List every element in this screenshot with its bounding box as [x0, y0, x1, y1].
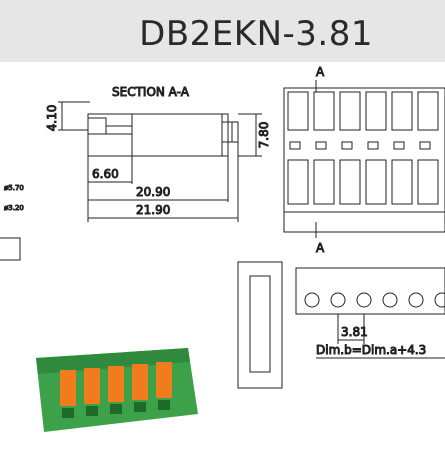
technical-drawing: SECTION A-A 4.10 7.80 — [0, 65, 445, 432]
dim-formula: Dim.b=Dim.a+4.3 — [316, 343, 426, 357]
dim-height-right: 7.80 — [257, 122, 271, 149]
dim-width-total: 21.90 — [136, 203, 170, 217]
hole-d2: ø3.20 — [4, 204, 24, 212]
product-title: DB2EKN-3.81 — [139, 14, 373, 54]
pin-pitch: 3.81 — [341, 325, 368, 339]
pin-view: 3.81 Dim.b=Dim.a+4.3 — [237, 261, 445, 389]
hole-view: ø5.70 ø3.20 — [0, 184, 24, 261]
hole-d1: ø5.70 — [4, 184, 24, 192]
dim-width-inner: 6.60 — [92, 167, 119, 181]
front-view: A A — [283, 65, 445, 256]
title-bar: DB2EKN-3.81 — [0, 0, 445, 62]
section-mark-bottom: A — [316, 241, 325, 255]
dim-height-left: 4.10 — [45, 105, 59, 132]
terminal-block-photo — [36, 348, 198, 432]
dim-width-mid: 20.90 — [136, 185, 170, 199]
section-label: SECTION A-A — [112, 85, 190, 99]
section-mark-top: A — [316, 65, 325, 79]
section-view: SECTION A-A 4.10 7.80 — [45, 85, 272, 222]
